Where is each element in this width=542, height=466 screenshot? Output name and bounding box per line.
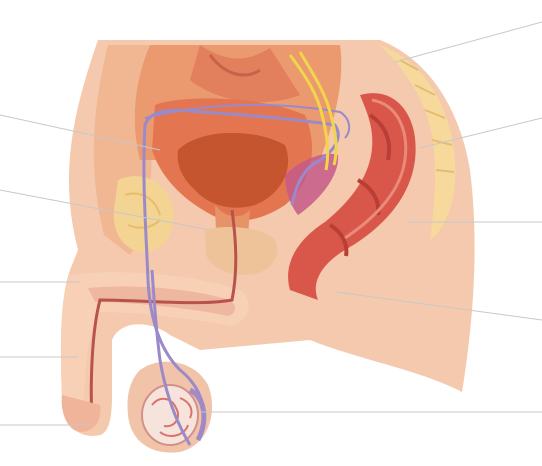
leader-line-upper-right — [395, 22, 542, 62]
